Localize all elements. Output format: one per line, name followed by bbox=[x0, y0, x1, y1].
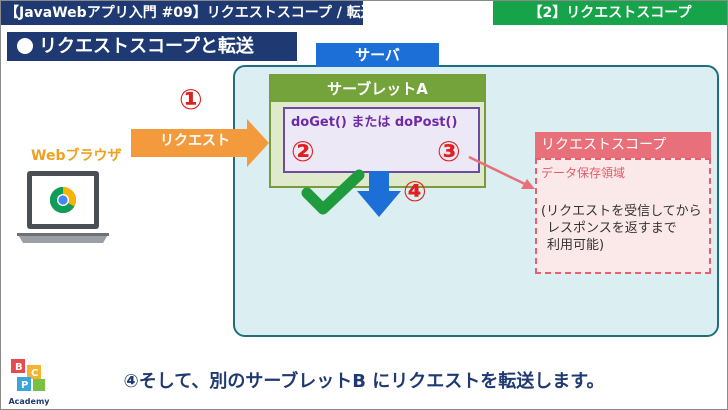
request-scope-box bbox=[535, 158, 711, 274]
method-text: doGet() または doPost() bbox=[291, 115, 458, 130]
svg-text:C: C bbox=[31, 368, 38, 379]
request-scope-subtitle: データ保存領域 bbox=[541, 166, 626, 180]
slide-title: 【JavaWebアプリ入門 #09】リクエストスコープ / 転送 bbox=[1, 1, 375, 25]
chrome-icon bbox=[49, 186, 77, 214]
slide-caption: ④そして、別のサーブレットB にリクエストを転送します。 bbox=[123, 371, 605, 392]
logo-text: Academy bbox=[8, 397, 50, 406]
request-scope-note: (リクエストを受信してから レスポンスを返すまで 利用可能) bbox=[541, 203, 702, 254]
section-heading: リクエストスコープと転送 bbox=[7, 32, 297, 61]
academy-logo: B C P Academy bbox=[7, 357, 51, 406]
step-3-marker: ③ bbox=[437, 135, 461, 168]
bullet-icon bbox=[17, 38, 33, 54]
forward-down-arrow bbox=[357, 171, 401, 217]
scope-note-line-2: レスポンスを返すまで bbox=[547, 221, 677, 236]
step-1-marker: ① bbox=[179, 83, 203, 116]
svg-text:P: P bbox=[21, 380, 28, 391]
laptop-icon bbox=[17, 171, 109, 243]
chapter-badge: 【2】リクエストスコープ bbox=[493, 1, 727, 25]
checkmark-icon bbox=[301, 169, 365, 215]
request-label: リクエスト bbox=[160, 133, 230, 149]
section-heading-text: リクエストスコープと転送 bbox=[39, 36, 254, 57]
store-arrow bbox=[468, 155, 535, 189]
server-label: サーバ bbox=[316, 43, 439, 67]
browser-label: Webブラウザ bbox=[31, 148, 122, 164]
request-arrow bbox=[131, 119, 269, 167]
scope-note-line-3: 利用可能) bbox=[547, 238, 605, 253]
svg-text:B: B bbox=[15, 362, 23, 373]
servlet-a-title: サーブレットA bbox=[271, 76, 484, 102]
step-2-marker: ② bbox=[291, 135, 315, 168]
bcp-logo-icon: B C P bbox=[11, 359, 45, 391]
request-scope-title: リクエストスコープ bbox=[535, 132, 711, 158]
step-4-marker: ④ bbox=[403, 175, 427, 208]
method-box bbox=[283, 107, 480, 173]
scope-note-line-1: (リクエストを受信してから bbox=[541, 204, 702, 219]
